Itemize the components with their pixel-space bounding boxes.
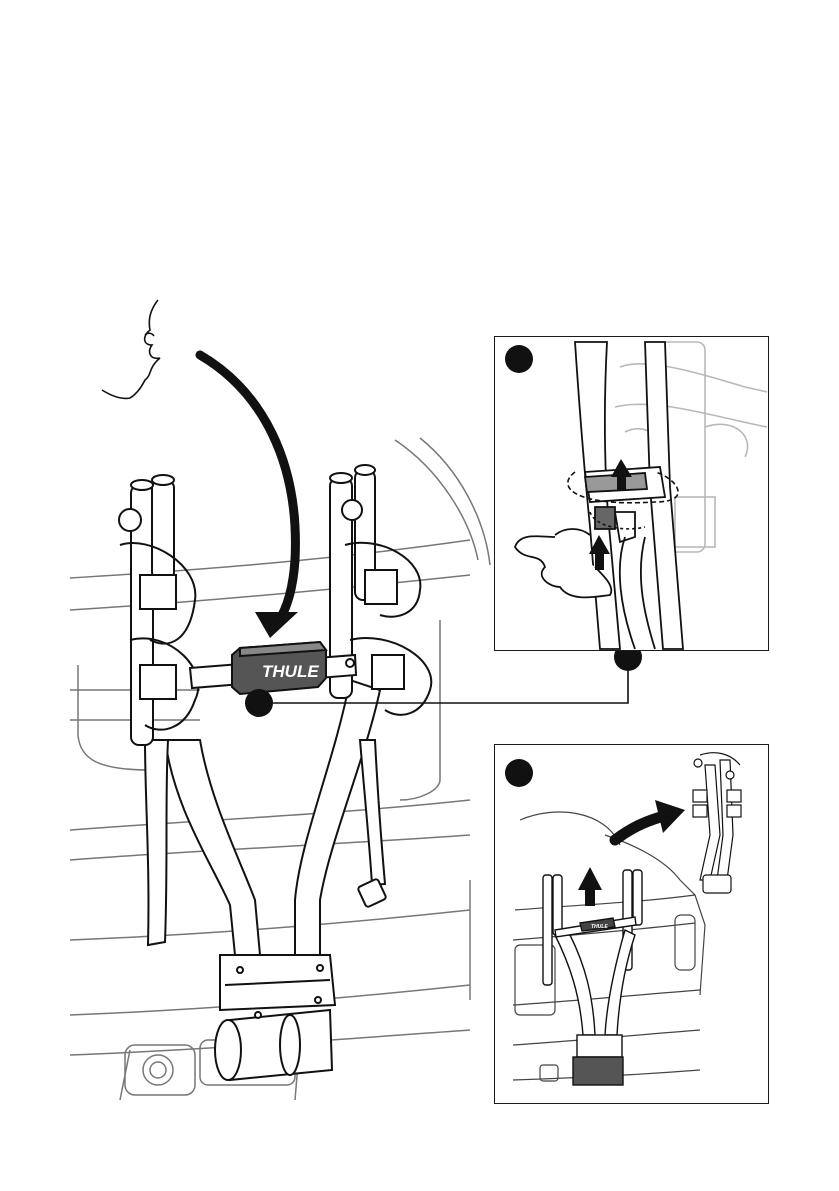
detail-panel-a — [494, 336, 769, 651]
panel-a-drawing — [495, 337, 768, 650]
face-sketch — [102, 300, 160, 398]
bike-carrier — [119, 465, 431, 1080]
curved-arrow — [200, 355, 298, 638]
detached-rack — [693, 753, 741, 893]
callout-dot — [245, 689, 273, 717]
ghost-rack — [615, 342, 767, 552]
panel-b-drawing: THULE — [495, 745, 768, 1103]
detail-panel-b: THULE — [494, 744, 769, 1104]
main-brand-label: THULE — [262, 662, 319, 681]
up-arrow — [578, 867, 602, 906]
panel-a-rack — [515, 342, 683, 649]
panel-b-brand-label: THULE — [591, 924, 608, 930]
curved-arrow — [615, 815, 667, 840]
